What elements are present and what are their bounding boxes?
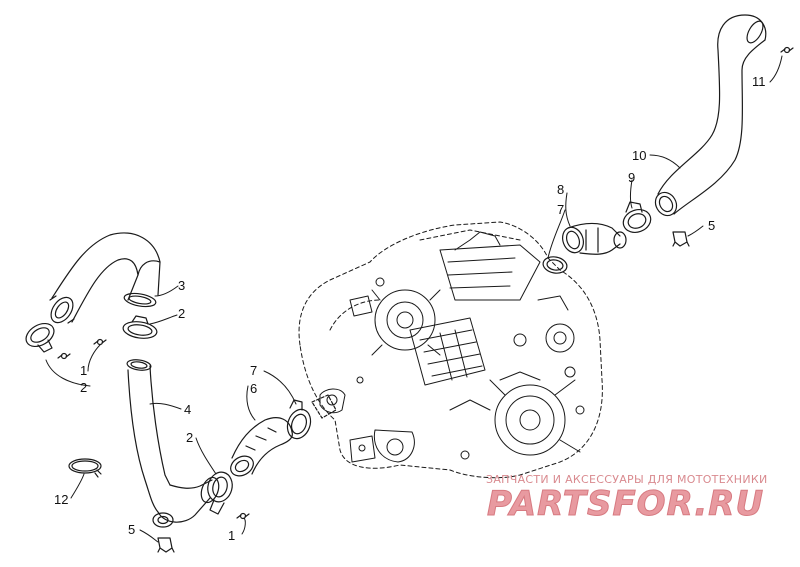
hose-part-10 bbox=[654, 14, 767, 217]
callout-1-lower: 1 bbox=[228, 528, 235, 543]
callout-2-upper: 2 bbox=[178, 306, 185, 321]
callout-2-lower: 2 bbox=[186, 430, 193, 445]
callout-1-upper: 1 bbox=[80, 363, 87, 378]
callout-9: 9 bbox=[628, 170, 635, 185]
callout-8: 8 bbox=[557, 182, 564, 197]
engine-block bbox=[298, 221, 603, 479]
screw-part-1-left bbox=[57, 352, 71, 360]
clamp-part-2-lower bbox=[207, 471, 233, 515]
watermark-tagline: ЗАПЧАСТИ И АКСЕССУАРЫ ДЛЯ МОТОТЕХНИКИ bbox=[486, 473, 768, 486]
callout-5-upper: 5 bbox=[708, 218, 715, 233]
hose-part-3 bbox=[49, 232, 161, 324]
ring-clip-part-12 bbox=[68, 458, 102, 478]
callout-6: 6 bbox=[250, 381, 257, 396]
clamp-part-9 bbox=[622, 201, 652, 233]
callout-10: 10 bbox=[632, 148, 646, 163]
clamp-part-2-upper bbox=[122, 315, 158, 339]
fitting-part-5-lower bbox=[157, 537, 175, 553]
leader-lines bbox=[45, 55, 783, 543]
callout-7-upper: 7 bbox=[557, 202, 564, 217]
callout-12: 12 bbox=[54, 492, 68, 507]
screw-part-1-lower bbox=[236, 512, 250, 520]
clamp-part-7-upper bbox=[542, 256, 568, 274]
callout-11: 11 bbox=[752, 74, 766, 89]
callout-5-lower: 5 bbox=[128, 522, 135, 537]
hose-part-4 bbox=[126, 359, 220, 528]
clamp-part-2-left bbox=[25, 322, 55, 353]
fitting-part-5-upper bbox=[672, 231, 690, 247]
callout-3: 3 bbox=[178, 278, 185, 293]
callout-labels: 3 2 1 2 4 2 5 1 12 7 6 8 7 9 10 5 11 bbox=[54, 74, 766, 543]
callout-2-left: 2 bbox=[80, 380, 87, 395]
boot-part-8 bbox=[562, 222, 627, 255]
engine-intake-port-lower bbox=[311, 394, 337, 419]
screw-part-1-upper bbox=[93, 338, 107, 346]
clamp-part-7-lower bbox=[286, 399, 312, 440]
screw-part-11 bbox=[780, 46, 794, 54]
watermark-logo: PARTSFOR.RU bbox=[486, 484, 765, 525]
callout-4: 4 bbox=[184, 402, 191, 417]
callout-7-lower: 7 bbox=[250, 363, 257, 378]
boot-part-6 bbox=[230, 417, 293, 477]
